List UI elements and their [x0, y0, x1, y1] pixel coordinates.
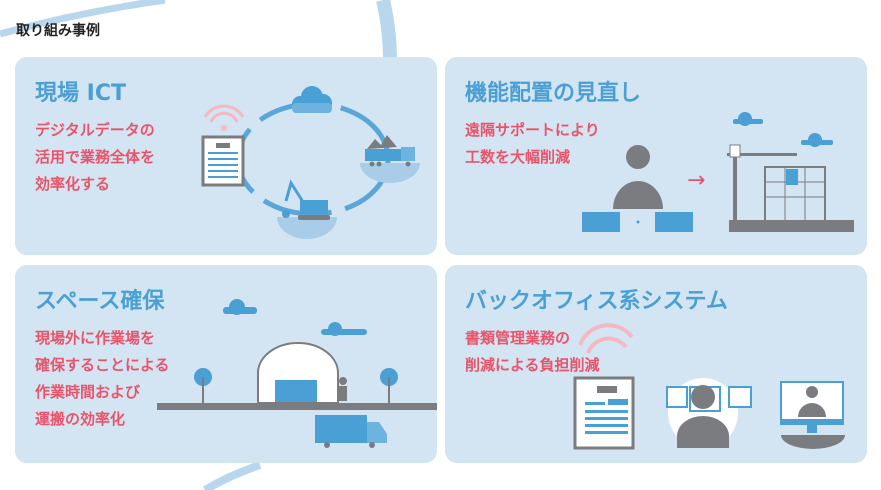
- desc-line: デジタルデータの: [35, 121, 155, 139]
- desc-line: 削減による負担削減: [465, 356, 600, 374]
- cloud-icon: [292, 86, 332, 113]
- document-icon: [201, 135, 245, 187]
- desc-line: 運搬の効率化: [35, 410, 126, 428]
- crane-building-icon: [727, 144, 854, 232]
- card-description: デジタルデータの 活用で業務全体を 効率化する: [35, 117, 155, 198]
- wifi-icon: [578, 323, 634, 354]
- desc-line: 確保することによる: [35, 356, 170, 374]
- remote-support-illustration: →: [582, 112, 854, 232]
- cloud-icon: [223, 299, 367, 336]
- arrow-icon: →: [687, 168, 705, 193]
- card-description: 書類管理業務の 削減による負担削減: [465, 325, 600, 379]
- desc-line: 遠隔サポートにより: [465, 121, 600, 139]
- wifi-icon: [203, 104, 245, 131]
- desc-line: 現場外に作業場を: [35, 329, 156, 347]
- video-call-monitor-icon: [780, 381, 845, 449]
- back-office-illustration: [573, 323, 845, 450]
- case-card-back-office: バックオフィス系システム 書類管理業務の 削減による負担削減: [445, 265, 867, 463]
- case-card-space: スペース確保 現場外に作業場を 確保することによる 作業時間および 運搬の効率化: [15, 265, 437, 463]
- card-title: スペース確保: [35, 289, 165, 314]
- worker-icon: [339, 377, 347, 401]
- card-description: 遠隔サポートにより 工数を大幅削減: [465, 117, 600, 171]
- case-card-site-ict: 現場 ICT デジタルデータの 活用で業務全体を 効率化する: [15, 57, 437, 255]
- dump-truck-icon: [360, 135, 420, 183]
- excavator-icon: [277, 179, 337, 239]
- desc-line: 工数を大幅削減: [465, 148, 571, 166]
- document-icon: [573, 376, 635, 450]
- desc-line: 作業時間および: [35, 383, 141, 401]
- desc-line: 活用で業務全体を: [35, 148, 156, 166]
- cloud-icon: [733, 112, 833, 147]
- section-heading: 取り組み事例: [16, 23, 100, 39]
- card-description: 現場外に作業場を 確保することによる 作業時間および 運搬の効率化: [35, 325, 170, 433]
- card-title: バックオフィス系システム: [465, 289, 728, 314]
- desc-line: 書類管理業務の: [465, 329, 571, 347]
- tree-icon: [194, 368, 398, 403]
- card-title: 機能配置の見直し: [465, 81, 642, 106]
- card-title: 現場 ICT: [35, 81, 126, 106]
- desc-line: 効率化する: [35, 175, 111, 193]
- ground-line: [157, 403, 437, 410]
- truck-icon: [315, 415, 387, 448]
- office-worker-icon: [666, 378, 752, 448]
- case-card-function-layout: → 機能配置の見直し 遠隔サポートにより 工数を大幅削減: [445, 57, 867, 255]
- person-icon: [582, 145, 693, 232]
- warehouse-illustration: [157, 299, 437, 448]
- ict-cycle-illustration: [201, 86, 420, 239]
